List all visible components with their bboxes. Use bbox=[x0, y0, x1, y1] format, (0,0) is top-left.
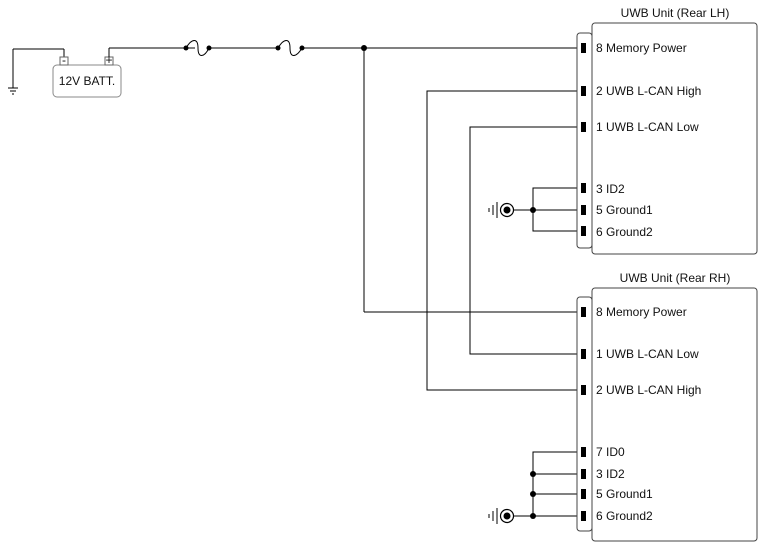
pin-terminal bbox=[581, 122, 586, 132]
fuse-2 bbox=[275, 40, 305, 56]
unit-body bbox=[591, 22, 758, 255]
pin-terminal bbox=[581, 447, 586, 457]
pin-terminal bbox=[581, 349, 586, 359]
wire-can-high bbox=[426, 90, 582, 391]
pin-label-memory-power: 8 Memory Power bbox=[596, 41, 687, 55]
battery: - + 12V BATT. bbox=[52, 53, 122, 98]
pin-label-can-high: 2 UWB L-CAN High bbox=[596, 84, 701, 98]
pin-terminal bbox=[581, 86, 586, 96]
pin-terminal bbox=[581, 205, 586, 215]
battery-positive-symbol: + bbox=[105, 53, 112, 67]
uwb-unit-rear-rh: UWB Unit (Rear RH) 8 Memory Power 1 UWB … bbox=[576, 271, 758, 542]
unit-title: UWB Unit (Rear RH) bbox=[620, 271, 731, 285]
pin-terminal bbox=[581, 385, 586, 395]
battery-ground-symbol bbox=[8, 49, 18, 95]
pin-label-ground2: 6 Ground2 bbox=[596, 225, 653, 239]
pin-label-memory-power: 8 Memory Power bbox=[596, 305, 687, 319]
pin-terminal bbox=[581, 469, 586, 479]
battery-label: 12V BATT. bbox=[59, 74, 115, 88]
unit-title: UWB Unit (Rear LH) bbox=[621, 6, 730, 20]
pin-terminal bbox=[581, 511, 586, 521]
uwb-unit-rear-lh: UWB Unit (Rear LH) 8 Memory Power 2 UWB … bbox=[576, 6, 758, 255]
pin-terminal bbox=[581, 226, 586, 236]
fuse-1 bbox=[183, 40, 212, 56]
connector-housing bbox=[576, 32, 593, 249]
pin-terminal bbox=[581, 43, 586, 53]
pin-label-ground1: 5 Ground1 bbox=[596, 203, 653, 217]
pin-terminal bbox=[581, 307, 586, 317]
battery-negative-symbol: - bbox=[62, 53, 66, 67]
pin-label-id2: 3 ID2 bbox=[596, 467, 625, 481]
pin-label-ground1: 5 Ground1 bbox=[596, 487, 653, 501]
battery-body bbox=[52, 64, 122, 98]
battery-negative-terminal bbox=[59, 56, 69, 66]
unit-body bbox=[591, 287, 758, 542]
wire-can-low bbox=[469, 126, 582, 355]
pin-terminal bbox=[581, 183, 586, 193]
ground-network-lh bbox=[513, 187, 582, 232]
chassis-ground-icon-lh bbox=[488, 202, 515, 218]
pin-label-can-low: 1 UWB L-CAN Low bbox=[596, 347, 699, 361]
pin-label-can-high: 2 UWB L-CAN High bbox=[596, 383, 701, 397]
pin-label-can-low: 1 UWB L-CAN Low bbox=[596, 120, 699, 134]
pin-label-ground2: 6 Ground2 bbox=[596, 509, 653, 523]
ground-network-rh bbox=[513, 451, 582, 519]
pin-terminal bbox=[581, 489, 586, 499]
pin-label-id0: 7 ID0 bbox=[596, 445, 625, 459]
pin-label-id2: 3 ID2 bbox=[596, 182, 625, 196]
chassis-ground-icon-rh bbox=[488, 508, 515, 524]
